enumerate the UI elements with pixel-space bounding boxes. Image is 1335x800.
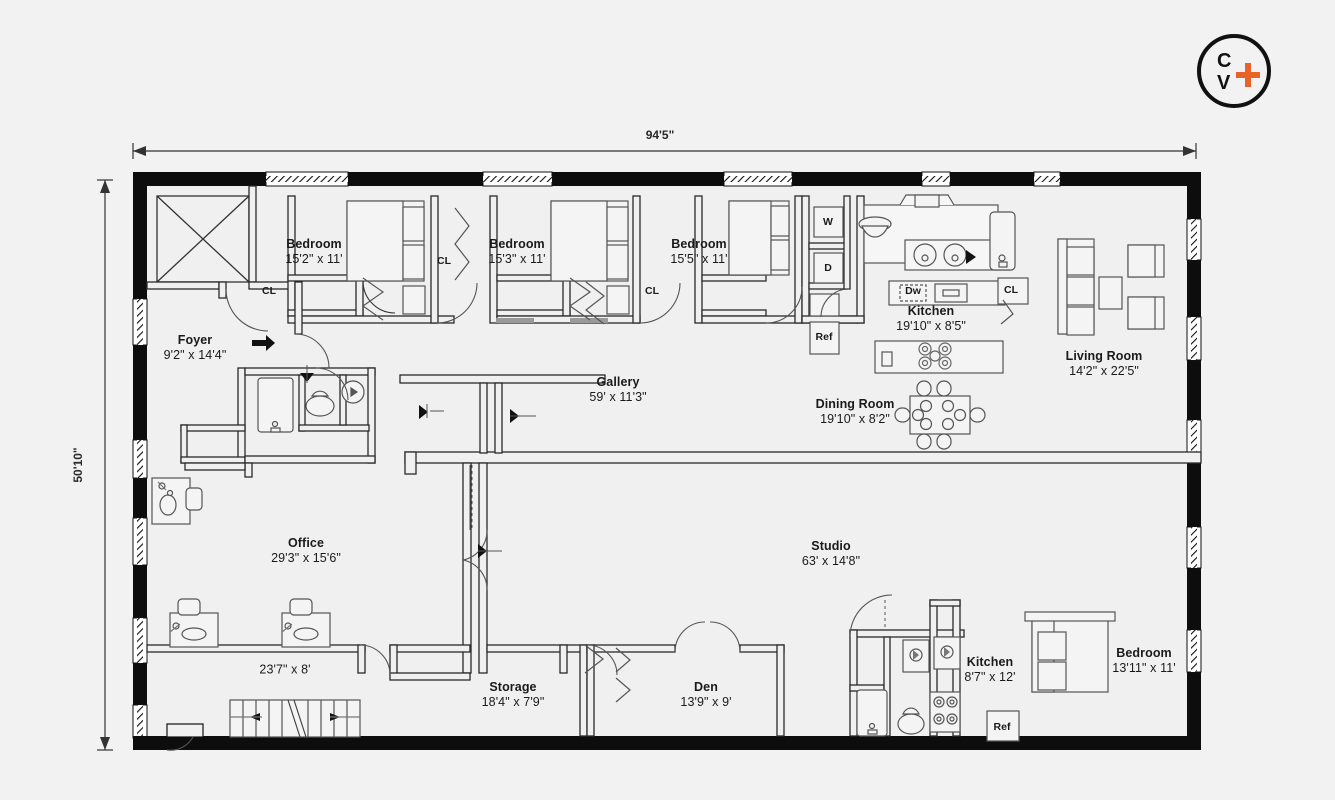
closet-doors <box>361 207 1014 703</box>
furniture <box>151 194 1165 742</box>
studio-bathroom <box>856 636 961 737</box>
window-right <box>1186 218 1202 673</box>
exterior-wall-top <box>133 171 1201 187</box>
kitchen-main <box>858 194 1016 306</box>
cityrealty-logo[interactable]: C V <box>1196 33 1272 109</box>
kitchen-island <box>874 340 1004 374</box>
bed-1 <box>346 200 426 315</box>
studio-fridge <box>986 710 1020 742</box>
overall-height-dimension: 50'10" <box>71 447 85 483</box>
laundry-appliances <box>809 206 844 355</box>
office-furniture <box>151 477 331 648</box>
exterior-wall-right <box>1186 172 1202 750</box>
elevator-shaft <box>156 195 250 283</box>
living-room-furniture <box>1057 238 1165 336</box>
kitchen-closet <box>997 277 1029 305</box>
logo-letter-c: C <box>1217 50 1232 72</box>
window-left <box>132 298 148 739</box>
studio-stove <box>929 691 961 733</box>
bathroom-main <box>257 377 365 433</box>
dining-table <box>894 380 986 450</box>
dimension-line-height <box>97 179 113 751</box>
overall-width-dimension: 94'5" <box>645 128 675 142</box>
logo-letter-v: V <box>1217 72 1231 94</box>
logo-plus-icon <box>1236 63 1260 87</box>
partition-hatch <box>469 465 886 630</box>
interior-walls <box>146 185 1202 737</box>
direction-arrows <box>252 250 976 558</box>
window-top <box>265 171 1061 187</box>
exterior-wall-bottom <box>133 723 1201 751</box>
stairs <box>229 699 361 738</box>
exterior-wall-left <box>132 172 148 750</box>
bed-3 <box>728 200 790 276</box>
dimension-line-width <box>132 143 1197 159</box>
logo-circle-icon <box>1197 34 1271 108</box>
bed-2 <box>550 200 630 315</box>
bed-4 <box>1024 611 1116 693</box>
